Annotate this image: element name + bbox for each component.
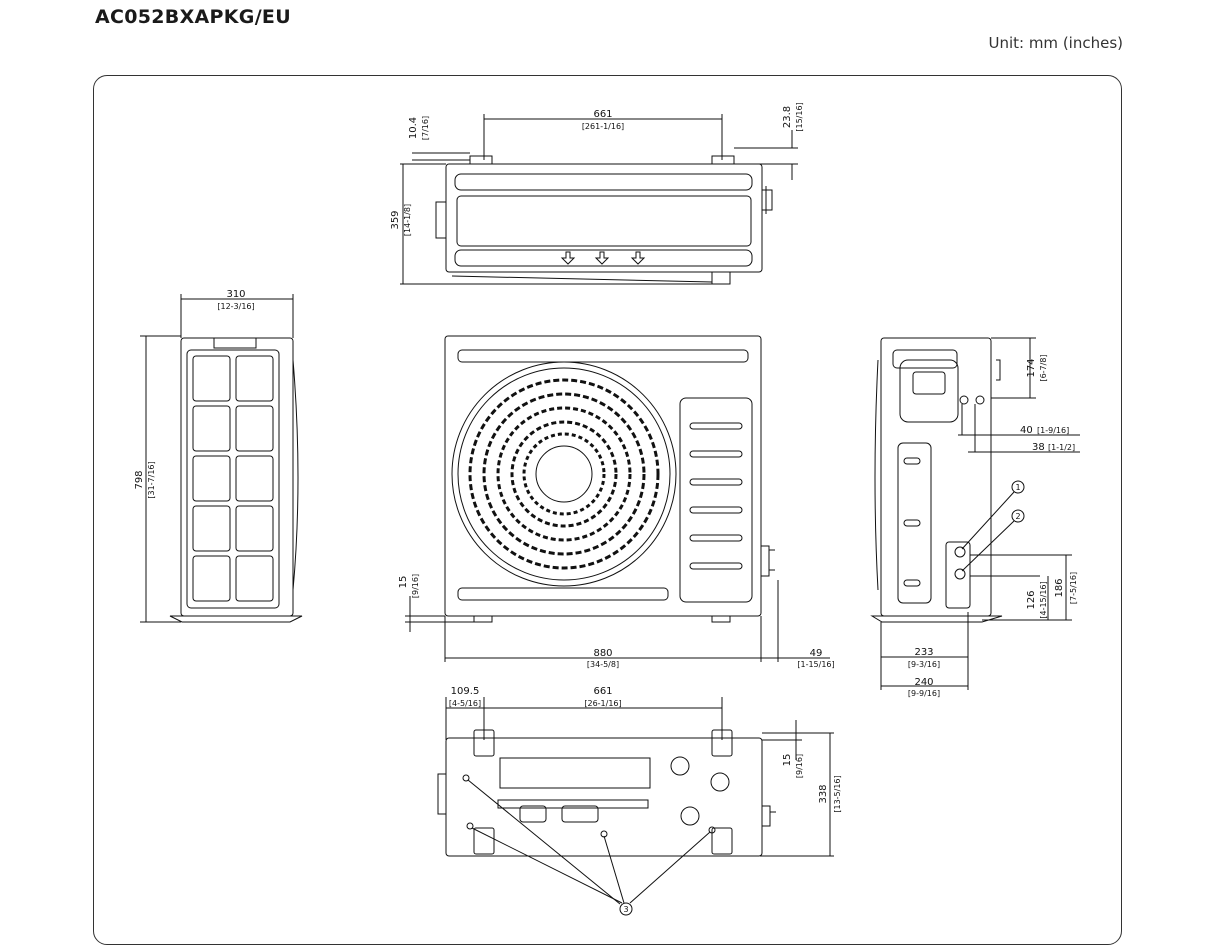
right-240-dim-inch: [9-9/16] xyxy=(908,689,940,698)
right-38-dim-inch: [1-1/2] xyxy=(1048,443,1075,452)
right-126-dim-inch: [4-15/16] xyxy=(1039,581,1048,618)
bottom-661-dim-inch: [26-1/16] xyxy=(584,699,621,708)
bottom-view xyxy=(437,697,834,916)
foot-height-dim: 15 xyxy=(398,576,409,589)
front-view xyxy=(405,335,830,662)
left-side-view xyxy=(140,294,303,623)
callout-1: 1 xyxy=(1015,483,1020,492)
top-width-dim-inch: [261-1/16] xyxy=(582,122,624,131)
top-right-offset-dim: 23.8 xyxy=(782,106,793,128)
front-width-dim-inch: [34-5/8] xyxy=(587,660,619,669)
height-dim: 798 xyxy=(134,470,145,489)
top-depth-dim: 359 xyxy=(390,210,401,229)
bottom-109-dim: 109.5 xyxy=(451,686,480,697)
right-40-dim-inch: [1-9/16] xyxy=(1037,426,1069,435)
callout-3: 3 xyxy=(623,905,628,914)
bottom-109-dim-inch: [4-5/16] xyxy=(449,699,481,708)
unit-label: Unit: mm (inches) xyxy=(988,34,1123,52)
dimension-drawing: 661 [261-1/16] 10.4 [7/16] 23.8 [15/16] … xyxy=(134,102,1080,916)
top-width-dim: 661 xyxy=(593,109,612,120)
grille-cells xyxy=(192,355,274,602)
height-dim-inch: [31-7/16] xyxy=(147,461,156,498)
top-left-offset-dim-inch: [7/16] xyxy=(421,116,430,140)
valve-offset-dim: 49 xyxy=(810,648,823,659)
side-width-dim-inch: [12-3/16] xyxy=(217,302,254,311)
right-38-dim: 38 xyxy=(1032,442,1045,453)
right-233-dim: 233 xyxy=(914,647,933,658)
valve-offset-dim-inch: [1-15/16] xyxy=(797,660,834,669)
bottom-338-dim: 338 xyxy=(818,784,829,803)
side-width-dim: 310 xyxy=(226,289,245,300)
bottom-15-dim-inch: [9/16] xyxy=(795,754,804,778)
right-40-dim: 40 xyxy=(1020,425,1033,436)
top-depth-dim-inch: [14-1/8] xyxy=(403,204,412,236)
right-side-view xyxy=(870,337,1080,690)
right-186-dim: 186 xyxy=(1054,578,1065,597)
front-width-dim: 880 xyxy=(593,648,612,659)
callout-2: 2 xyxy=(1015,512,1020,521)
bottom-338-dim-inch: [13-5/16] xyxy=(833,775,842,812)
bottom-661-dim: 661 xyxy=(593,686,612,697)
model-title: AC052BXAPKG/EU xyxy=(95,6,291,28)
top-right-offset-dim-inch: [15/16] xyxy=(795,102,804,131)
fan-grille xyxy=(451,361,677,587)
right-126-dim: 126 xyxy=(1026,590,1037,609)
right-233-dim-inch: [9-3/16] xyxy=(908,660,940,669)
right-186-dim-inch: [7-5/16] xyxy=(1069,572,1078,604)
foot-height-dim-inch: [9/16] xyxy=(411,574,420,598)
right-240-dim: 240 xyxy=(914,677,933,688)
right-top-dim-inch: [6-7/8] xyxy=(1039,354,1048,381)
bottom-15-dim: 15 xyxy=(782,754,793,767)
right-top-dim: 174 xyxy=(1026,358,1037,377)
top-view xyxy=(400,114,798,285)
top-left-offset-dim: 10.4 xyxy=(408,117,419,139)
